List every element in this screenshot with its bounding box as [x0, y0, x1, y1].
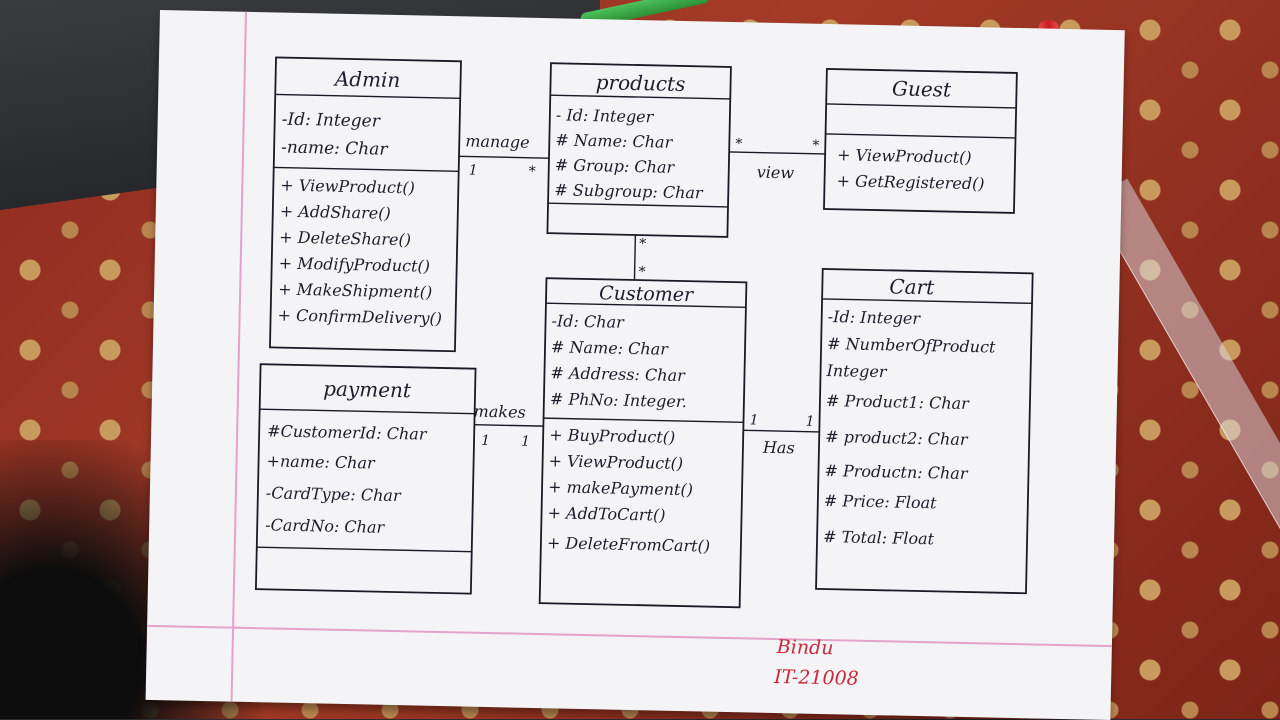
- products-attr: # Subgroup: Char: [554, 180, 704, 202]
- guest-method: + GetRegistered(): [836, 171, 984, 193]
- admin-method: + ModifyProduct(): [279, 254, 431, 276]
- admin-method: + AddShare(): [280, 202, 391, 223]
- payment-attr: #CustomerId: Char: [267, 421, 428, 443]
- association-label: Has: [762, 438, 795, 458]
- cart-attr: # Total: Float: [823, 527, 935, 548]
- class-guest: Guest + ViewProduct() + GetRegistered(): [823, 68, 1018, 214]
- guest-title: Guest: [892, 76, 952, 101]
- notebook-page: Admin -Id: Integer -name: Char + ViewPro…: [145, 10, 1125, 720]
- multiplicity: *: [529, 164, 536, 180]
- multiplicity: 1: [521, 434, 530, 450]
- signature-id: IT-21008: [773, 666, 859, 690]
- class-payment: payment #CustomerId: Char +name: Char -C…: [254, 363, 477, 595]
- cart-title: Cart: [889, 274, 935, 299]
- customer-attr: # Name: Char: [551, 337, 670, 358]
- signature-name: Bindu: [776, 636, 834, 659]
- association-has: Has 1 1: [743, 412, 820, 458]
- products-attr: - Id: Integer: [556, 105, 655, 126]
- cart-attr: # Product1: Char: [826, 391, 971, 413]
- customer-method: + makePayment(): [548, 477, 693, 499]
- admin-attr: -Id: Integer: [282, 110, 381, 132]
- admin-method: + ViewProduct(): [280, 176, 415, 198]
- association-manage: manage 1 *: [458, 131, 549, 180]
- customer-method: + DeleteFromCart(): [547, 533, 711, 555]
- cart-attr: # Productn: Char: [824, 461, 969, 483]
- cart-attr: -Id: Integer: [828, 307, 922, 328]
- class-products: products - Id: Integer # Name: Char # Gr…: [546, 62, 732, 238]
- cart-attr: Integer: [825, 361, 888, 381]
- products-attr: # Group: Char: [555, 155, 676, 177]
- association-label: manage: [465, 131, 530, 151]
- customer-attr: -Id: Char: [551, 311, 625, 332]
- customer-method: + AddToCart(): [547, 503, 665, 524]
- customer-attr: # PhNo: Integer.: [550, 389, 687, 411]
- payment-attr: -CardType: Char: [266, 483, 402, 505]
- admin-attr: -name: Char: [281, 138, 389, 160]
- association-products-customer: * *: [633, 234, 646, 280]
- customer-title: Customer: [599, 282, 695, 306]
- admin-method: + MakeShipment(): [278, 280, 432, 302]
- products-attr: # Name: Char: [555, 130, 674, 151]
- cart-attr: # Price: Float: [824, 491, 938, 512]
- payment-title: payment: [323, 377, 412, 403]
- class-admin: Admin -Id: Integer -name: Char + ViewPro…: [269, 56, 462, 353]
- uml-class-diagram: Admin -Id: Integer -name: Char + ViewPro…: [254, 56, 1034, 690]
- association-label: view: [757, 163, 795, 183]
- admin-method: + ConfirmDelivery(): [277, 306, 442, 328]
- customer-method: + BuyProduct(): [549, 425, 675, 447]
- multiplicity: *: [735, 136, 742, 152]
- payment-attr: -CardNo: Char: [265, 515, 386, 537]
- multiplicity: 1: [805, 414, 814, 430]
- signature: Bindu IT-21008: [773, 636, 859, 690]
- guest-method: + ViewProduct(): [837, 145, 972, 167]
- class-cart: Cart -Id: Integer # NumberOfProduct Inte…: [815, 268, 1034, 595]
- multiplicity: 1: [481, 433, 490, 449]
- cart-attr: # NumberOfProduct: [827, 334, 996, 357]
- class-customer: Customer -Id: Char # Name: Char # Addres…: [538, 277, 748, 609]
- products-title: products: [596, 70, 686, 96]
- admin-method: + DeleteShare(): [279, 228, 411, 250]
- association-label: makes: [473, 402, 525, 422]
- association-makes: makes 1 1: [473, 402, 544, 450]
- customer-attr: # Address: Char: [550, 363, 686, 385]
- cart-attr: # product2: Char: [825, 427, 969, 449]
- admin-title: Admin: [333, 67, 401, 92]
- multiplicity: *: [638, 264, 645, 280]
- multiplicity: *: [812, 138, 819, 154]
- multiplicity: *: [639, 236, 646, 252]
- multiplicity: 1: [749, 412, 758, 428]
- payment-attr: +name: Char: [266, 451, 376, 472]
- association-view: view * *: [729, 136, 826, 183]
- customer-method: + ViewProduct(): [548, 451, 683, 473]
- multiplicity: 1: [469, 163, 478, 179]
